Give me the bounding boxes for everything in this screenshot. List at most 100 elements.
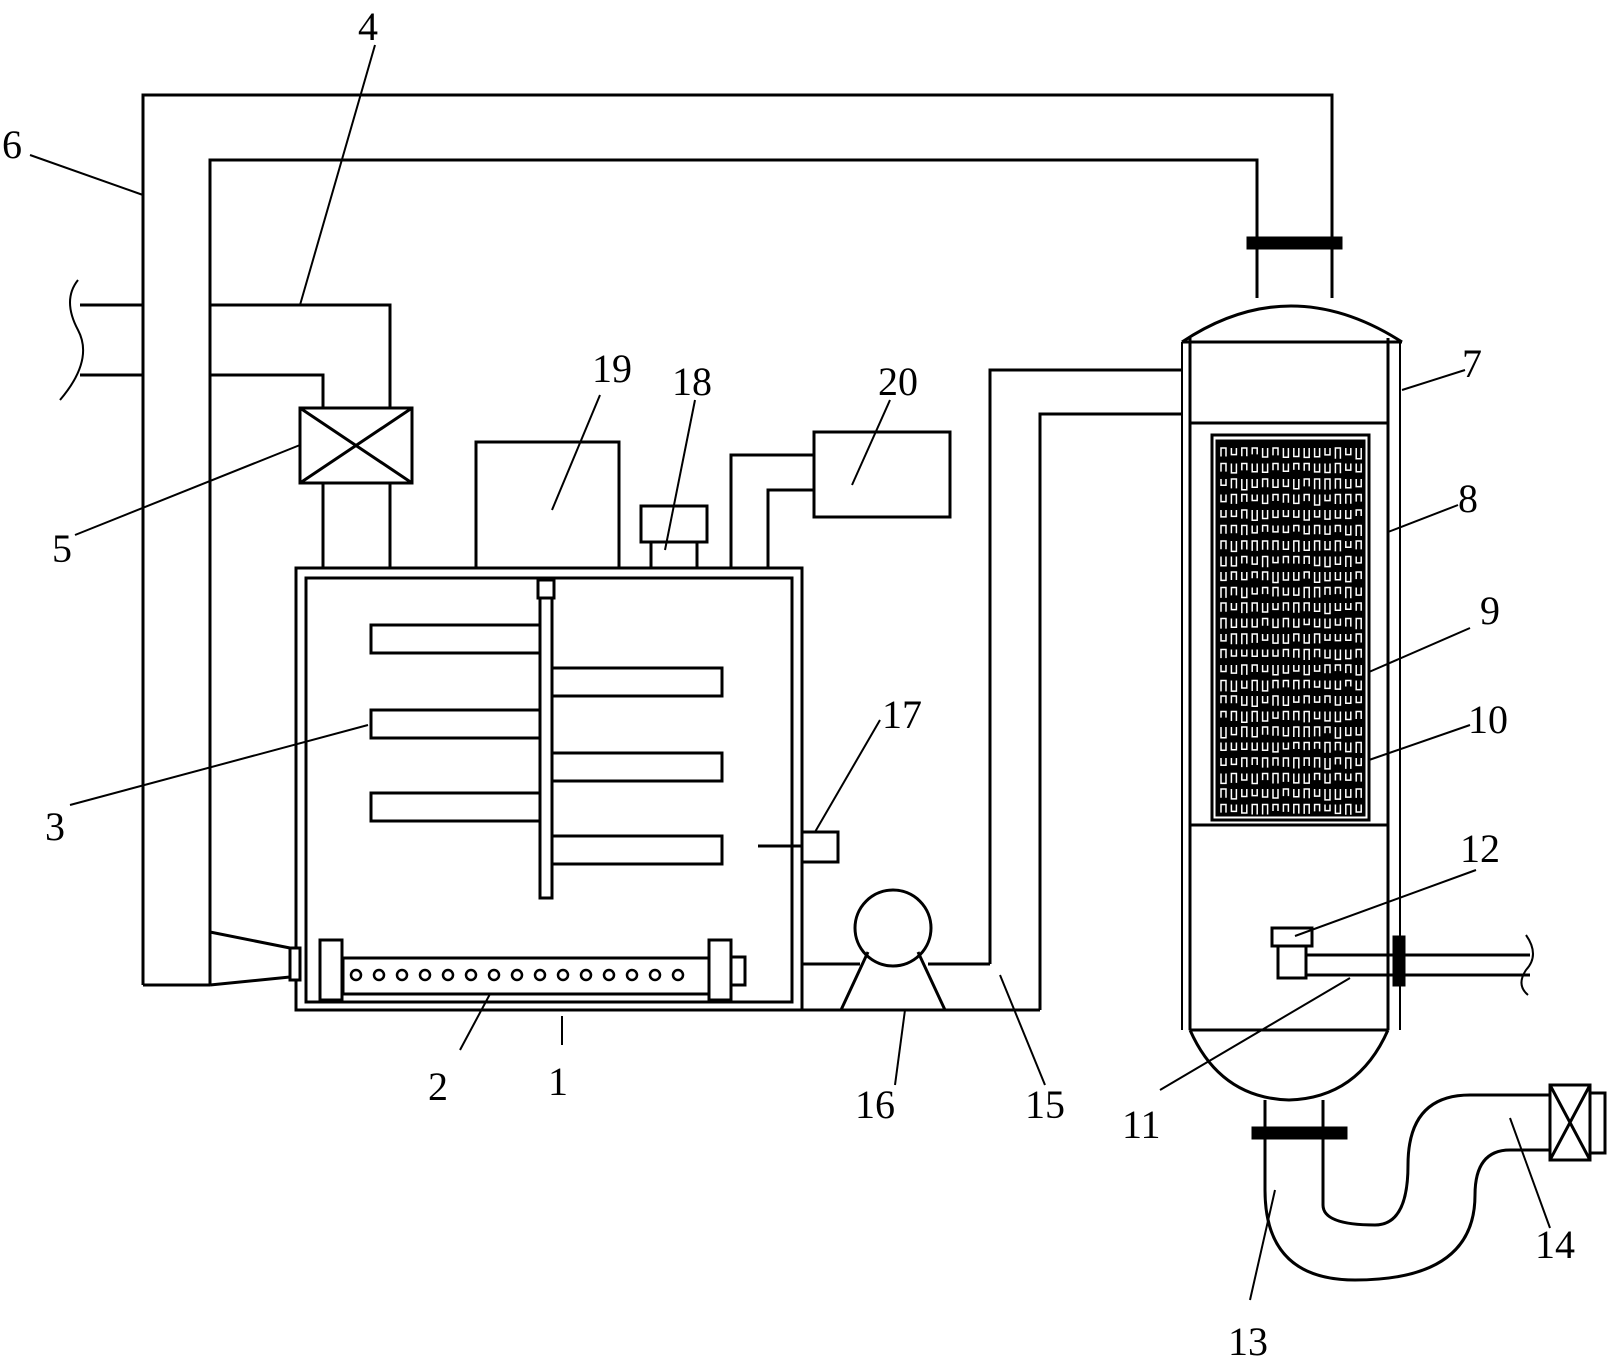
packing-glyph [1251, 710, 1258, 722]
packing-glyph [1282, 665, 1290, 674]
aerator-hole [441, 968, 455, 982]
packing-glyph [1345, 617, 1352, 627]
packing-glyph [1220, 617, 1227, 629]
packing-glyph [1282, 479, 1290, 488]
packing-glyph [1334, 462, 1342, 474]
packing-glyph [1220, 665, 1227, 673]
packing-glyph [1230, 448, 1238, 456]
packing-glyph [1261, 463, 1269, 473]
packing-glyph [1282, 803, 1290, 812]
packing-glyph [1313, 572, 1321, 584]
packing-glyph [1324, 525, 1331, 535]
sensor-17 [758, 830, 840, 864]
packing-glyph [1261, 524, 1269, 532]
packing-glyph [1303, 478, 1310, 487]
packing-glyph [1345, 742, 1352, 753]
packing-glyph [1241, 602, 1248, 614]
packing-glyph [1313, 494, 1321, 506]
packing-glyph [1241, 742, 1248, 750]
packing-glyph [1293, 540, 1300, 552]
packing-glyph [1345, 664, 1352, 674]
packing-glyph [1230, 541, 1238, 553]
packing-glyph [1241, 493, 1248, 502]
packing-glyph [1230, 695, 1238, 704]
label-2: 2 [428, 1064, 448, 1109]
packing-glyph [1303, 726, 1310, 738]
packing-glyph [1313, 603, 1321, 612]
packing-section [1188, 421, 1390, 827]
packing-glyph [1303, 757, 1310, 766]
packing-glyph [1241, 509, 1248, 519]
packing-glyph [1251, 618, 1258, 628]
packing-glyph [1241, 555, 1248, 564]
packing-glyph [1272, 493, 1279, 501]
packing-glyph [1324, 726, 1331, 734]
pump-16 [802, 888, 990, 1011]
packing-glyph [1282, 772, 1290, 782]
packing-glyph [1293, 726, 1300, 738]
packing-glyph [1293, 710, 1300, 721]
packing-glyph [1345, 510, 1352, 520]
packing-glyph [1261, 649, 1269, 657]
packing-glyph [1303, 541, 1310, 552]
packing-glyph [1251, 510, 1258, 521]
packing-glyph [1303, 679, 1310, 689]
packing-glyph [1334, 649, 1342, 661]
packing-glyph [1334, 804, 1342, 815]
packing-glyph [1220, 634, 1227, 642]
packing-glyph [1261, 555, 1269, 568]
packing-glyph [1355, 741, 1362, 754]
packing-glyph [1303, 618, 1310, 626]
packing-glyph [1272, 634, 1279, 644]
packing-glyph [1282, 757, 1290, 767]
packing-glyph [1220, 447, 1227, 457]
packing-glyph [1303, 493, 1310, 502]
packing-glyph [1345, 696, 1352, 705]
label-18: 18 [672, 359, 712, 404]
packing-glyph [1313, 757, 1321, 768]
packing-glyph [1334, 556, 1342, 565]
pipe-4 [59, 279, 392, 568]
packing-glyph [1293, 773, 1300, 784]
packing-glyph [1324, 510, 1331, 520]
packing-glyph [1220, 679, 1227, 692]
packing-glyph [1251, 556, 1258, 565]
packing-glyph [1261, 803, 1269, 815]
packing-glyph [1355, 602, 1362, 611]
packing-glyph [1355, 448, 1362, 460]
packing-glyph [1334, 493, 1342, 505]
box-20 [729, 430, 952, 568]
packing-glyph [1303, 602, 1310, 612]
packing-glyph [1355, 772, 1362, 782]
packing-glyph [1355, 587, 1362, 596]
label-4: 4 [358, 4, 378, 49]
packing-glyph [1334, 664, 1342, 672]
packing-glyph [1345, 479, 1352, 489]
packing-glyph [1241, 633, 1248, 645]
packing-glyph [1355, 804, 1362, 813]
packing-glyph [1293, 648, 1300, 658]
packing-glyph [1282, 587, 1290, 596]
packing-glyph [1293, 510, 1300, 518]
valve-5 [298, 406, 414, 485]
packing-glyph [1282, 602, 1290, 611]
packing-glyph [1251, 742, 1258, 751]
label-17: 17 [882, 692, 922, 737]
packing-glyph [1334, 789, 1342, 800]
packing-glyph [1241, 540, 1248, 550]
packing-glyph [1303, 448, 1310, 459]
packing-glyph [1261, 540, 1269, 550]
packing-glyph [1293, 479, 1300, 490]
packing-glyph [1220, 540, 1227, 550]
packing-glyph [1261, 680, 1269, 692]
packing-glyph [1324, 634, 1331, 641]
label-9: 9 [1480, 588, 1500, 633]
packing-glyph [1220, 462, 1227, 472]
aerator-hole [487, 968, 501, 982]
packing-glyph [1355, 727, 1362, 736]
packing-glyph [1313, 556, 1321, 567]
packing-glyph [1261, 757, 1269, 768]
packing-glyph [1220, 758, 1227, 766]
packing-glyph [1324, 758, 1331, 770]
